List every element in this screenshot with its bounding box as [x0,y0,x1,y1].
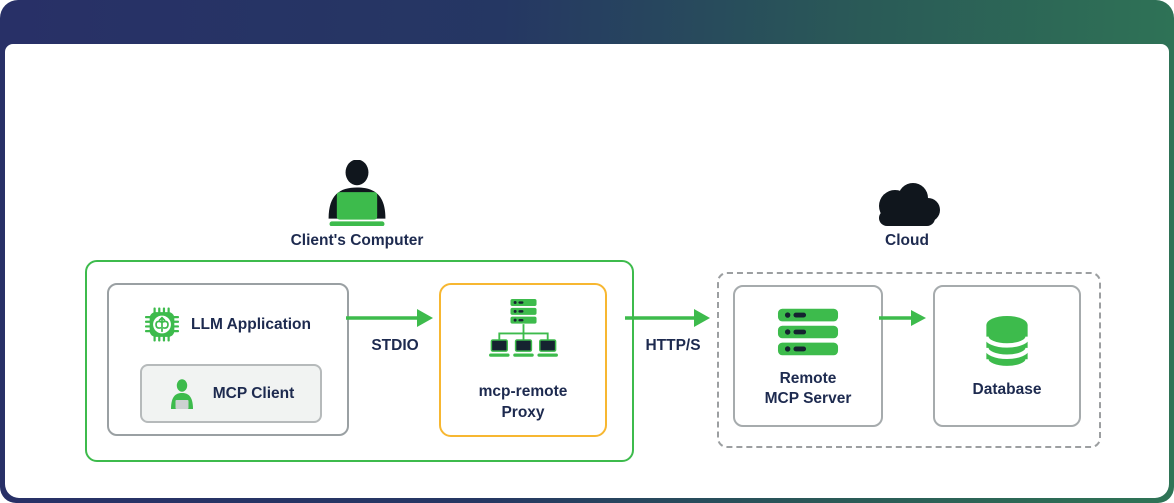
proxy-label: mcp-remote Proxy [479,381,568,423]
remote-mcp-server-box: Remote MCP Server [733,285,883,427]
person-laptop-icon [170,378,193,409]
server-stack-icon [777,308,839,356]
database-box: Database [933,285,1081,427]
https-arrow [625,309,710,327]
llm-application-title-row: LLM Application [145,307,311,342]
llm-application-title: LLM Application [191,315,311,333]
diagram-canvas: Client's Computer Cloud [5,44,1169,498]
server-network-icon [488,299,558,357]
remote-mcp-server-label-line2: MCP Server [764,390,852,407]
cloud-icon [879,183,940,226]
stdio-label: STDIO [371,337,419,354]
database-icon [984,315,1030,371]
client-computer-label: Client's Computer [290,232,424,249]
mcp-client-box: MCP Client [140,364,322,423]
cloud-label: Cloud [885,232,929,249]
mcp-client-label: MCP Client [212,384,295,402]
remote-mcp-server-label-line1: Remote [779,370,837,387]
person-at-computer-icon [328,160,386,226]
database-label: Database [972,381,1042,398]
proxy-label-line1: mcp-remote [478,383,568,400]
ai-chip-icon [145,307,180,342]
llm-application-box: LLM Application MCP Client [107,283,349,436]
proxy-label-line2: Proxy [501,404,545,421]
remote-mcp-server-label: Remote MCP Server [765,369,852,409]
https-label: HTTP/S [645,337,701,354]
mcp-remote-proxy-box: mcp-remote Proxy [439,283,607,437]
